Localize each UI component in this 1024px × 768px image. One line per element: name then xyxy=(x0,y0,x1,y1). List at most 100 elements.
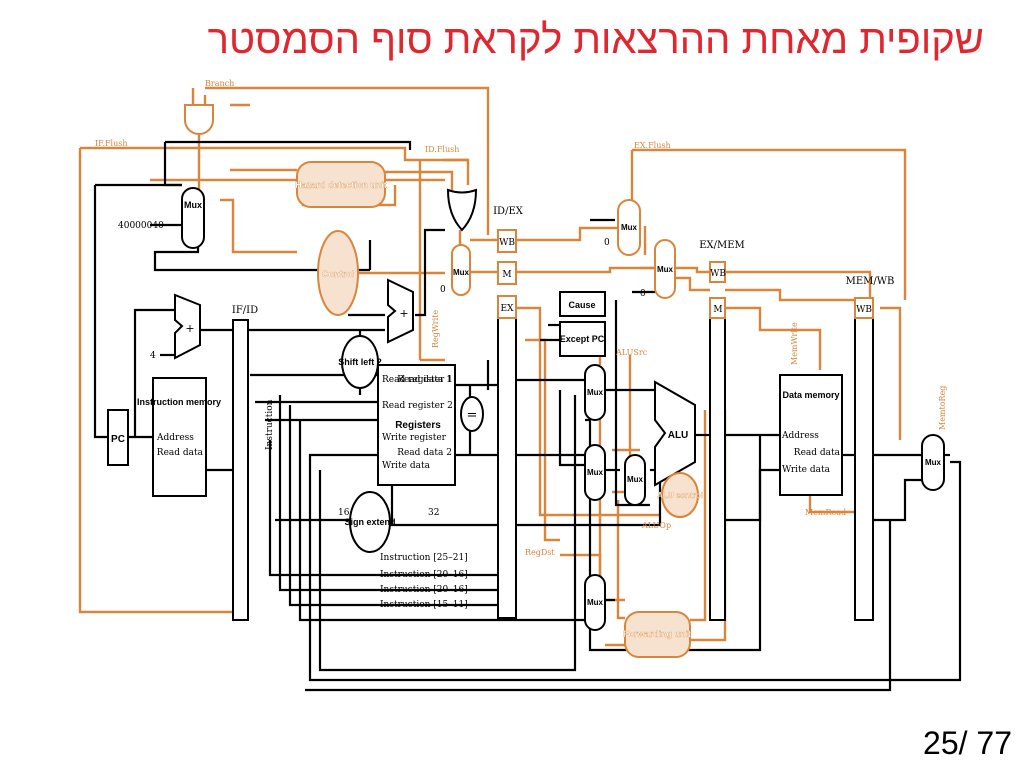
ex-mem-wb-field xyxy=(709,261,726,283)
alu-src-mux xyxy=(624,454,646,506)
branch-adder xyxy=(387,278,414,344)
instr-field-label: Instruction [20–16] xyxy=(380,585,468,595)
mem-to-reg-mux xyxy=(921,434,945,491)
pc-label: PC xyxy=(111,434,125,445)
mux-label: Mux xyxy=(587,468,604,477)
alusrc-label: ALUSrc xyxy=(615,348,648,357)
write-reg-label: Write register xyxy=(382,433,447,443)
constant-four-label: 4 xyxy=(150,351,156,361)
alu-control-label: ALU control xyxy=(657,491,703,500)
hazard-label: Hazard detection unit xyxy=(295,180,387,190)
imem-address-label: Address xyxy=(156,433,194,443)
datapath-wires xyxy=(93,140,962,692)
control-unit xyxy=(317,230,359,316)
forward-a-mux xyxy=(584,364,606,421)
read-reg1-label: Read register 1 xyxy=(382,375,453,385)
ex-mem-m-field xyxy=(709,297,726,319)
exception-address-label: 40000040 xyxy=(118,221,164,231)
id-flush-label: ID.Flush xyxy=(425,145,459,154)
forwarding-label: Forwarding unit xyxy=(623,629,691,639)
pc-adder-label: + xyxy=(185,322,194,335)
memread-label: MemRead xyxy=(805,508,846,517)
mem-wb-register xyxy=(854,299,874,621)
sixteen-label: 16 xyxy=(338,508,350,518)
instr-field-label: Instruction [20–16] xyxy=(380,570,468,580)
instruction-field-labels: Instruction [25–21] Instruction [20–16] … xyxy=(380,553,468,610)
slide-title: שקופית מאחת ההרצאות לקראת סוף הסמסטר xyxy=(207,18,984,62)
dmem-read-label: Read data xyxy=(794,448,841,458)
imem-read-label: Read data xyxy=(157,448,204,458)
register-file xyxy=(377,364,456,486)
instr-field-label: Instruction [25–21] xyxy=(380,553,468,563)
instr-field-label: Instruction [15–11] xyxy=(380,600,468,610)
equals-comparator xyxy=(460,396,484,432)
hazard-detection-unit xyxy=(296,161,386,208)
id-ex-ex-field xyxy=(497,295,517,319)
ex-mem-label: EX/MEM xyxy=(699,240,745,251)
shift-left-label: Shift left 2 xyxy=(338,357,382,367)
id-ex-wb-label: WB xyxy=(499,238,515,248)
mux-label: Mux xyxy=(925,458,942,467)
zero-label: 0 xyxy=(640,289,646,299)
pc-adder xyxy=(174,293,201,360)
constant-labels: 40000040 4 0 0 0 16 32 xyxy=(118,221,646,518)
if-id-label: IF/ID xyxy=(232,305,258,316)
mux-label: Mux xyxy=(657,265,674,274)
control-wires xyxy=(78,86,907,647)
blocks: Mux PC + + Instruction memory Address Re… xyxy=(107,104,945,658)
data-memory xyxy=(779,374,843,496)
ex-flush-wb-mux xyxy=(617,199,641,256)
alu xyxy=(654,380,696,487)
read-data2-label: Read data 2 xyxy=(397,448,452,458)
forward-b-mux xyxy=(584,444,606,501)
ex-flush-label: EX.Flush xyxy=(634,141,671,150)
pc-mux-label: Mux xyxy=(184,200,202,210)
dmem-write-label: Write data xyxy=(782,465,831,475)
branch-and-gate xyxy=(184,104,214,135)
aluop-label: ALUOp xyxy=(641,521,671,530)
sign-extend xyxy=(349,491,391,553)
mux-label: Mux xyxy=(587,388,604,397)
branch-adder-label: + xyxy=(399,307,408,320)
cause-label: Cause xyxy=(568,300,595,310)
ex-mem-register xyxy=(709,299,726,621)
instruction-bus-label: Instruction xyxy=(265,399,275,450)
imem-title: Instruction memory xyxy=(137,397,221,407)
memwrite-label: MemWrite xyxy=(790,322,799,365)
mux-label: Mux xyxy=(587,598,604,607)
mem-wb-wb-label: WB xyxy=(856,305,872,315)
ex-flush-m-mux xyxy=(654,239,676,299)
ex-mem-m-label: M xyxy=(713,305,722,315)
reg-dst-mux xyxy=(584,574,606,631)
read-reg2-label: Read register 2 xyxy=(382,401,453,411)
id-ex-m-field xyxy=(497,261,517,285)
pc-register xyxy=(107,409,129,466)
memtoreg-label: MemtoReg xyxy=(938,386,947,430)
read-data1-label: Read data 1 xyxy=(397,375,452,385)
dmem-address-label: Address xyxy=(781,431,819,441)
zero-label: 0 xyxy=(604,238,610,248)
id-ex-m-label: M xyxy=(502,270,511,280)
control-label: Control xyxy=(322,269,354,279)
mux-label: Mux xyxy=(621,223,638,232)
mem-wb-wb-field xyxy=(854,297,874,319)
cause-register xyxy=(559,291,606,317)
forwarding-unit xyxy=(624,611,691,658)
if-flush-label: IF.Flush xyxy=(95,139,128,148)
dmem-title: Data memory xyxy=(782,390,839,400)
registers-label: Registers xyxy=(395,420,441,431)
thirtytwo-label: 32 xyxy=(428,508,439,518)
signal-labels: Branch IF.Flush ID.Flush EX.Flush RegWri… xyxy=(95,79,947,557)
id-ex-register xyxy=(497,317,517,619)
regdst-label: RegDst xyxy=(525,548,555,557)
control-flush-mux xyxy=(451,244,471,296)
regwrite-label: RegWrite xyxy=(431,310,440,348)
mem-wb-label: MEM/WB xyxy=(846,276,895,287)
pc-mux xyxy=(181,187,205,249)
page-number: 25/ 77 xyxy=(923,725,1012,761)
sign-extend-label: Sign extend xyxy=(344,517,395,527)
id-flush-or-gate xyxy=(446,188,478,232)
alu-label: ALU xyxy=(668,430,689,441)
shift-left-2 xyxy=(341,335,379,389)
instruction-memory xyxy=(152,377,207,497)
